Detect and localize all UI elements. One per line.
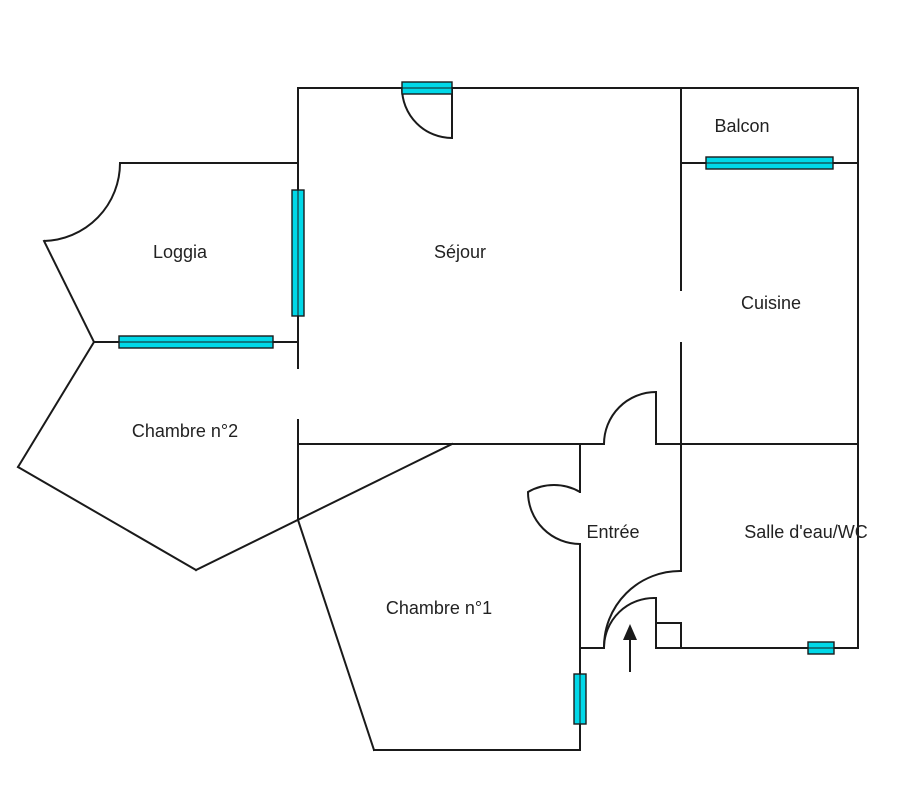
label-salle-eau: Salle d'eau/WC (744, 522, 868, 542)
room-labels: Séjour Balcon Loggia Cuisine Chambre n°2… (132, 116, 868, 618)
walls (16, 87, 859, 752)
wall-chambre1-left (296, 518, 376, 752)
door-main-entrance (603, 596, 657, 649)
label-chambre1: Chambre n°1 (386, 598, 492, 618)
window-balcon (705, 156, 834, 170)
window-loggia-chambre2 (118, 335, 274, 349)
entrance-arrow-icon (623, 624, 637, 672)
door-entree-top (603, 390, 657, 445)
label-entree: Entrée (586, 522, 639, 542)
window-sejour-top (401, 81, 453, 95)
label-cuisine: Cuisine (741, 293, 801, 313)
wall-loggia-left (42, 239, 96, 344)
door-salle-eau (602, 569, 682, 649)
label-sejour: Séjour (434, 242, 486, 262)
window-sejour-loggia (291, 189, 305, 317)
door-loggia (43, 162, 121, 242)
wall-chambre2-bottom-right (194, 442, 454, 572)
door-sejour-top (401, 87, 453, 140)
doors (43, 87, 682, 649)
door-entree-left (526, 484, 581, 545)
window-salle-eau (807, 641, 835, 655)
label-chambre2: Chambre n°2 (132, 421, 238, 441)
windows (118, 81, 835, 725)
label-balcon: Balcon (714, 116, 769, 136)
label-loggia: Loggia (153, 242, 208, 262)
wall-chambre2-bottom-left (16, 465, 198, 572)
window-chambre1 (573, 673, 587, 725)
wall-chambre2-left (16, 340, 96, 469)
wall-entrance-niche (655, 622, 682, 649)
